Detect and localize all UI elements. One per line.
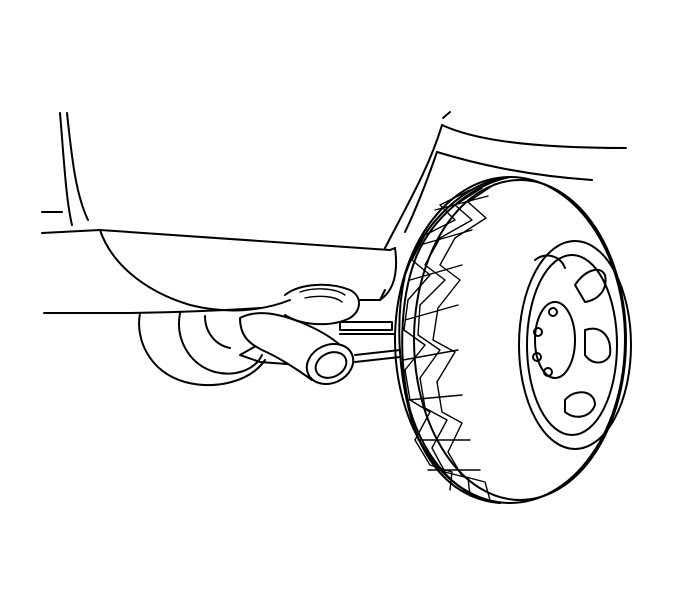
rear-body-panel — [41, 111, 627, 251]
bumper-underbody — [43, 229, 398, 314]
rear-tire — [394, 176, 627, 504]
spare-tire-far — [138, 312, 266, 386]
exhaust-tailpipe — [239, 283, 360, 385]
wheel-rim — [518, 240, 632, 450]
lug-nuts — [532, 307, 558, 377]
